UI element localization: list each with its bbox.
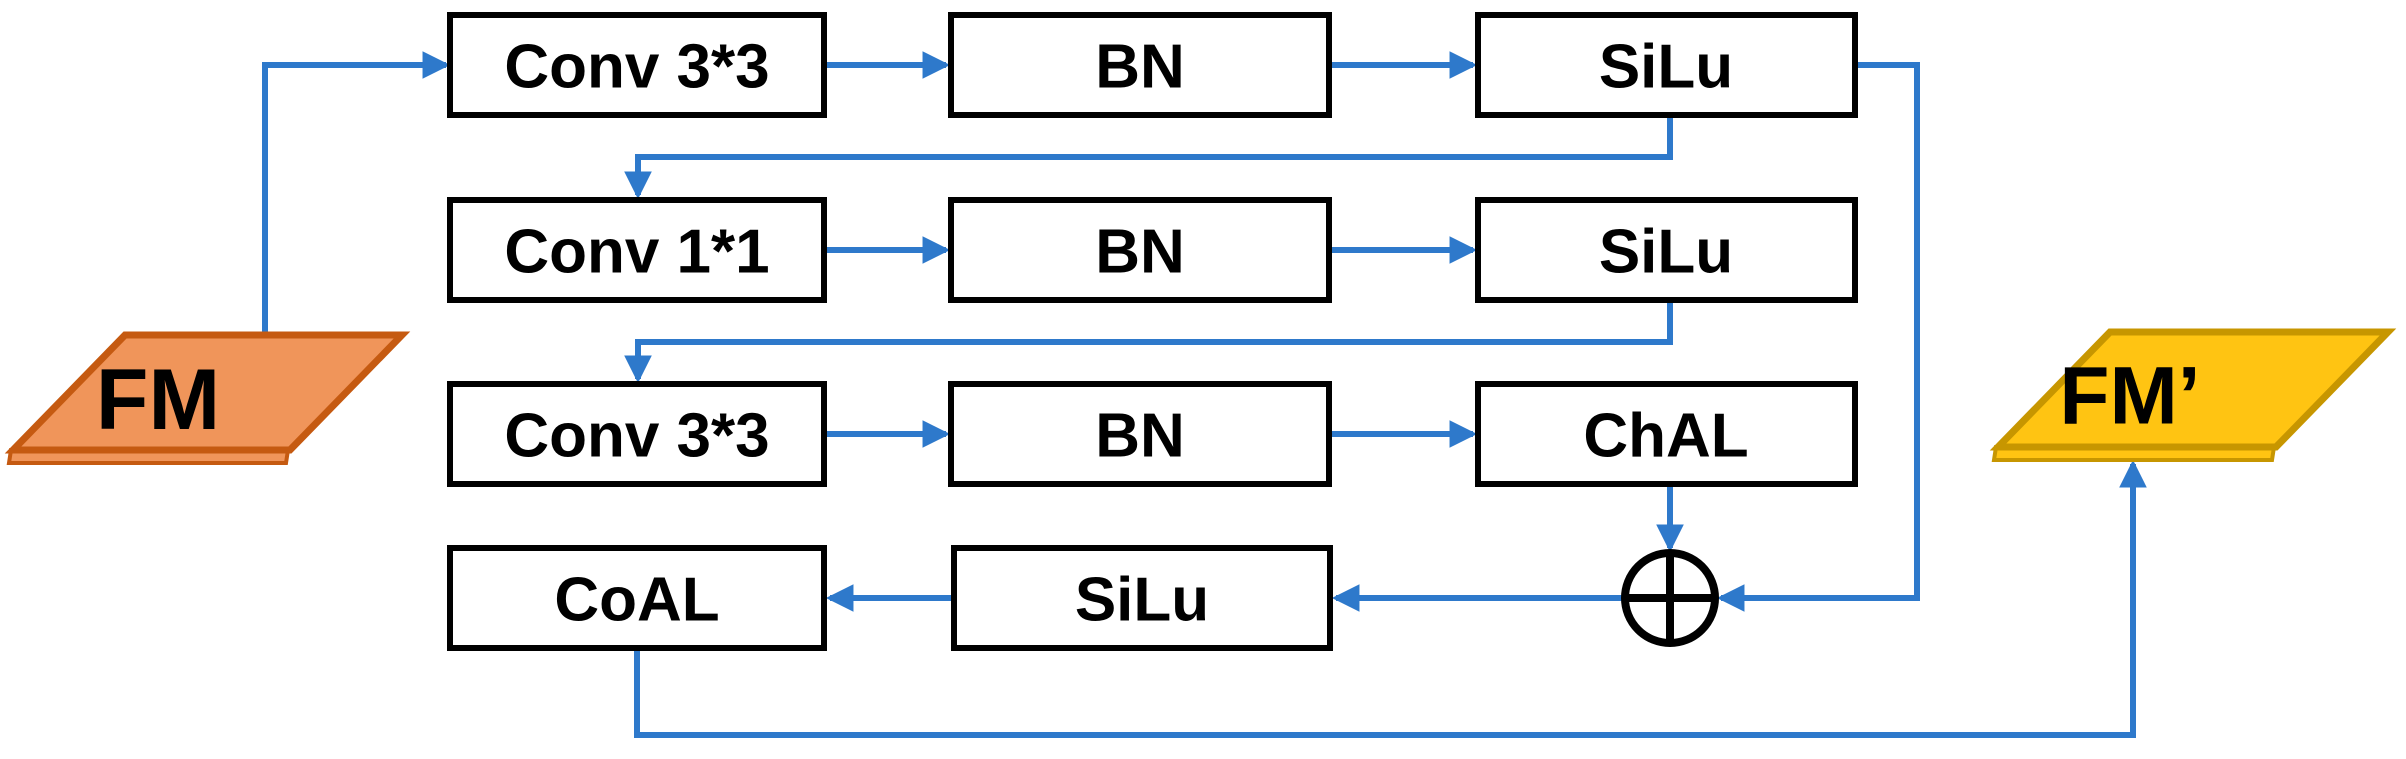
coal-label: CoAL: [554, 566, 719, 635]
node-conv33-top: Conv 3*3: [447, 12, 827, 118]
silu-mid-box: [1475, 197, 1858, 303]
node-coal: CoAL: [447, 545, 827, 651]
bn-bottom-label: BN: [1095, 402, 1185, 471]
edge-silu-top-feedback-to-conv11: [624, 115, 1673, 200]
fm-parallelogram: [4, 331, 411, 454]
edge-fm-to-conv33-top: [262, 51, 451, 335]
bn-mid-box: [948, 197, 1332, 303]
silu-top-box: [1475, 12, 1858, 118]
edge-silu-top-skip-to-add: [1716, 62, 1920, 612]
edge-coal-to-fm-prime: [634, 459, 2147, 738]
silu-top-label: SiLu: [1599, 33, 1733, 102]
conv33-top-box: [447, 12, 827, 118]
bn-top-label: BN: [1095, 33, 1185, 102]
conv33-top-label: Conv 3*3: [504, 33, 769, 102]
fm-label: FM: [96, 352, 220, 448]
node-silu-mid: SiLu: [1475, 197, 1858, 303]
fm-prime-label: FM’: [2059, 351, 2200, 442]
coal-box: [447, 545, 827, 651]
node-silu-out: SiLu: [951, 545, 1333, 651]
conv11-box: [447, 197, 827, 303]
edges-group: [262, 51, 2147, 738]
silu-out-box: [951, 545, 1333, 651]
chal-box: [1475, 381, 1858, 487]
bn-mid-label: BN: [1095, 218, 1185, 287]
edge-silu-mid-feedback-to-conv33-bottom: [624, 300, 1673, 384]
bn-top-box: [948, 12, 1332, 118]
conv11-label: Conv 1*1: [504, 218, 769, 287]
node-conv33-bottom: Conv 3*3: [447, 381, 827, 487]
node-bn-mid: BN: [948, 197, 1332, 303]
chal-label: ChAL: [1583, 402, 1748, 471]
node-chal: ChAL: [1475, 381, 1858, 487]
conv33-bottom-label: Conv 3*3: [504, 402, 769, 471]
fm-prime-parallelogram: [1989, 328, 2397, 451]
node-bn-bottom: BN: [948, 381, 1332, 487]
bn-bottom-box: [948, 381, 1332, 487]
conv33-bottom-box: [447, 381, 827, 487]
fm-input-node: FM: [4, 331, 411, 465]
circle-plus-icon: [1621, 549, 1719, 647]
node-silu-top: SiLu: [1475, 12, 1858, 118]
node-bn-top: BN: [948, 12, 1332, 118]
fm-prime-output-node: FM’: [1989, 328, 2397, 462]
silu-mid-label: SiLu: [1599, 218, 1733, 287]
silu-out-label: SiLu: [1075, 566, 1209, 635]
node-conv11-mid: Conv 1*1: [447, 197, 827, 303]
